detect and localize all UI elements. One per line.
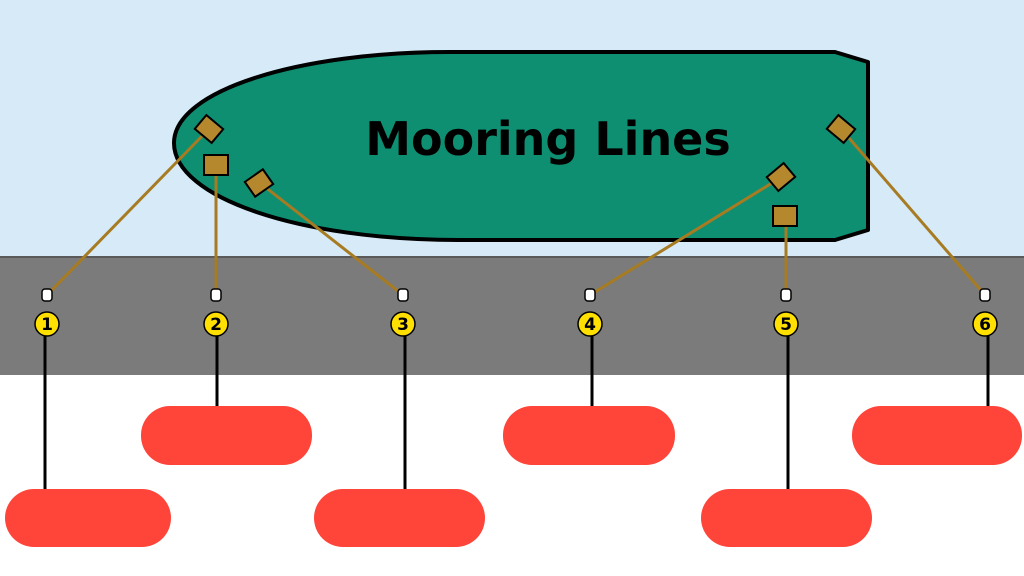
mooring-line-6 [840,129,987,296]
bollard-1: 1 [34,288,60,337]
mooring-line-4 [589,176,781,297]
mooring-lines [45,129,987,297]
bollard-number-marker [577,311,603,337]
bollard-post-icon [41,288,53,302]
bollard-post-icon [979,288,991,302]
bollard-4: 4 [577,288,603,337]
fairlead-bow-1 [193,113,225,145]
fairlead-stern-6 [825,113,857,145]
bollard-post-icon [210,288,222,302]
label-box-6[interactable] [852,406,1022,465]
bollard-number: 4 [584,315,596,335]
quay-wall [0,257,1024,375]
label-box-4[interactable] [503,406,675,465]
bollard-number-marker [773,311,799,337]
fairleads [193,113,857,227]
label-boxes [5,406,1022,547]
bollard-5: 5 [773,288,799,337]
ship-title: Mooring Lines [365,112,731,166]
bollard-post-icon [780,288,792,302]
bollard-number: 2 [210,315,222,335]
mooring-line-3 [259,181,404,297]
ship-hull [172,50,870,242]
label-box-2[interactable] [141,406,312,465]
fairlead-stern-4 [765,161,797,193]
bollard-number-marker [34,311,60,337]
label-box-5[interactable] [701,489,872,547]
bollard-number: 5 [780,315,792,335]
label-box-1[interactable] [5,489,171,547]
bollard-number-marker [390,311,416,337]
fairlead-bow-2 [203,154,229,176]
bollards: 1 2 3 4 5 6 [34,288,998,337]
bollard-6: 6 [972,288,998,337]
bollard-number-marker [972,311,998,337]
bollard-number: 6 [979,315,991,335]
fairlead-stern-5 [772,205,798,227]
fairlead-bow-3 [243,167,275,199]
bollard-number: 1 [41,315,53,335]
mooring-line-1 [45,130,208,297]
bollard-number: 3 [397,315,409,335]
bollard-post-icon [584,288,596,302]
bollard-3: 3 [390,288,416,337]
label-leaders [43,336,990,490]
label-box-3[interactable] [314,489,485,547]
bollard-post-icon [397,288,409,302]
bollard-2: 2 [203,288,229,337]
